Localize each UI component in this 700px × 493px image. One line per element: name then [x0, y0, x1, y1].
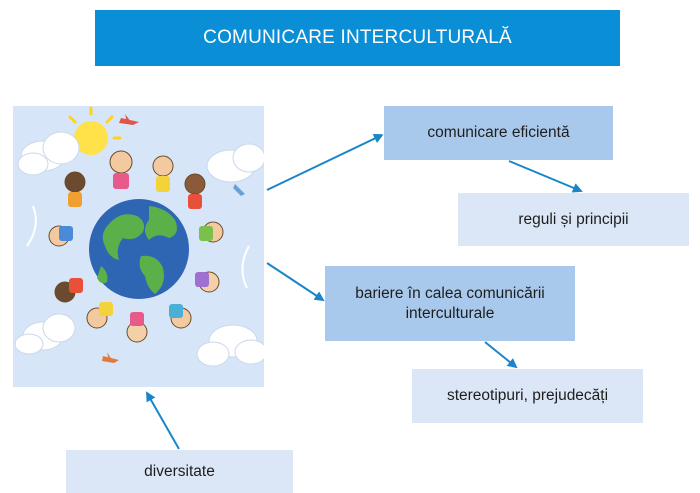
- node-reguli-principii: reguli și principii: [458, 193, 689, 246]
- cloud-icon: [17, 131, 80, 176]
- sun-icon: [74, 121, 108, 155]
- node-bariere-label-line2: interculturale: [405, 304, 495, 322]
- arrow-image-to-bariere: [266, 262, 325, 302]
- arrow-diversitate-to-image: [146, 391, 180, 450]
- diagram-title: COMUNICARE INTERCULTURALĂ: [95, 10, 620, 66]
- node-diversitate-label: diversitate: [144, 462, 215, 480]
- node-bariere-label-line1: bariere în calea comunicării: [355, 284, 545, 302]
- node-reguli-label: reguli și principii: [518, 210, 629, 228]
- node-comunicare-label: comunicare eficientă: [427, 124, 570, 141]
- airplane-icon: [119, 114, 139, 125]
- globe-children-illustration: [13, 106, 264, 387]
- node-bariere-comunicare: bariere în calea comunicării intercultur…: [325, 266, 575, 341]
- node-stereotipuri-label: stereotipuri, prejudecăți: [446, 387, 609, 404]
- arrow-comunicare-to-reguli: [508, 160, 583, 193]
- globe-children-image: [14, 106, 264, 367]
- node-comunicare-eficienta: comunicare eficientă: [384, 106, 613, 160]
- node-diversitate: diversitate: [66, 450, 293, 493]
- arrow-bariere-to-stereotipuri: [484, 341, 518, 369]
- arrow-image-to-comunicare: [266, 133, 384, 191]
- diagram-title-text: COMUNICARE INTERCULTURALĂ: [203, 27, 512, 48]
- node-stereotipuri: stereotipuri, prejudecăți: [412, 369, 643, 423]
